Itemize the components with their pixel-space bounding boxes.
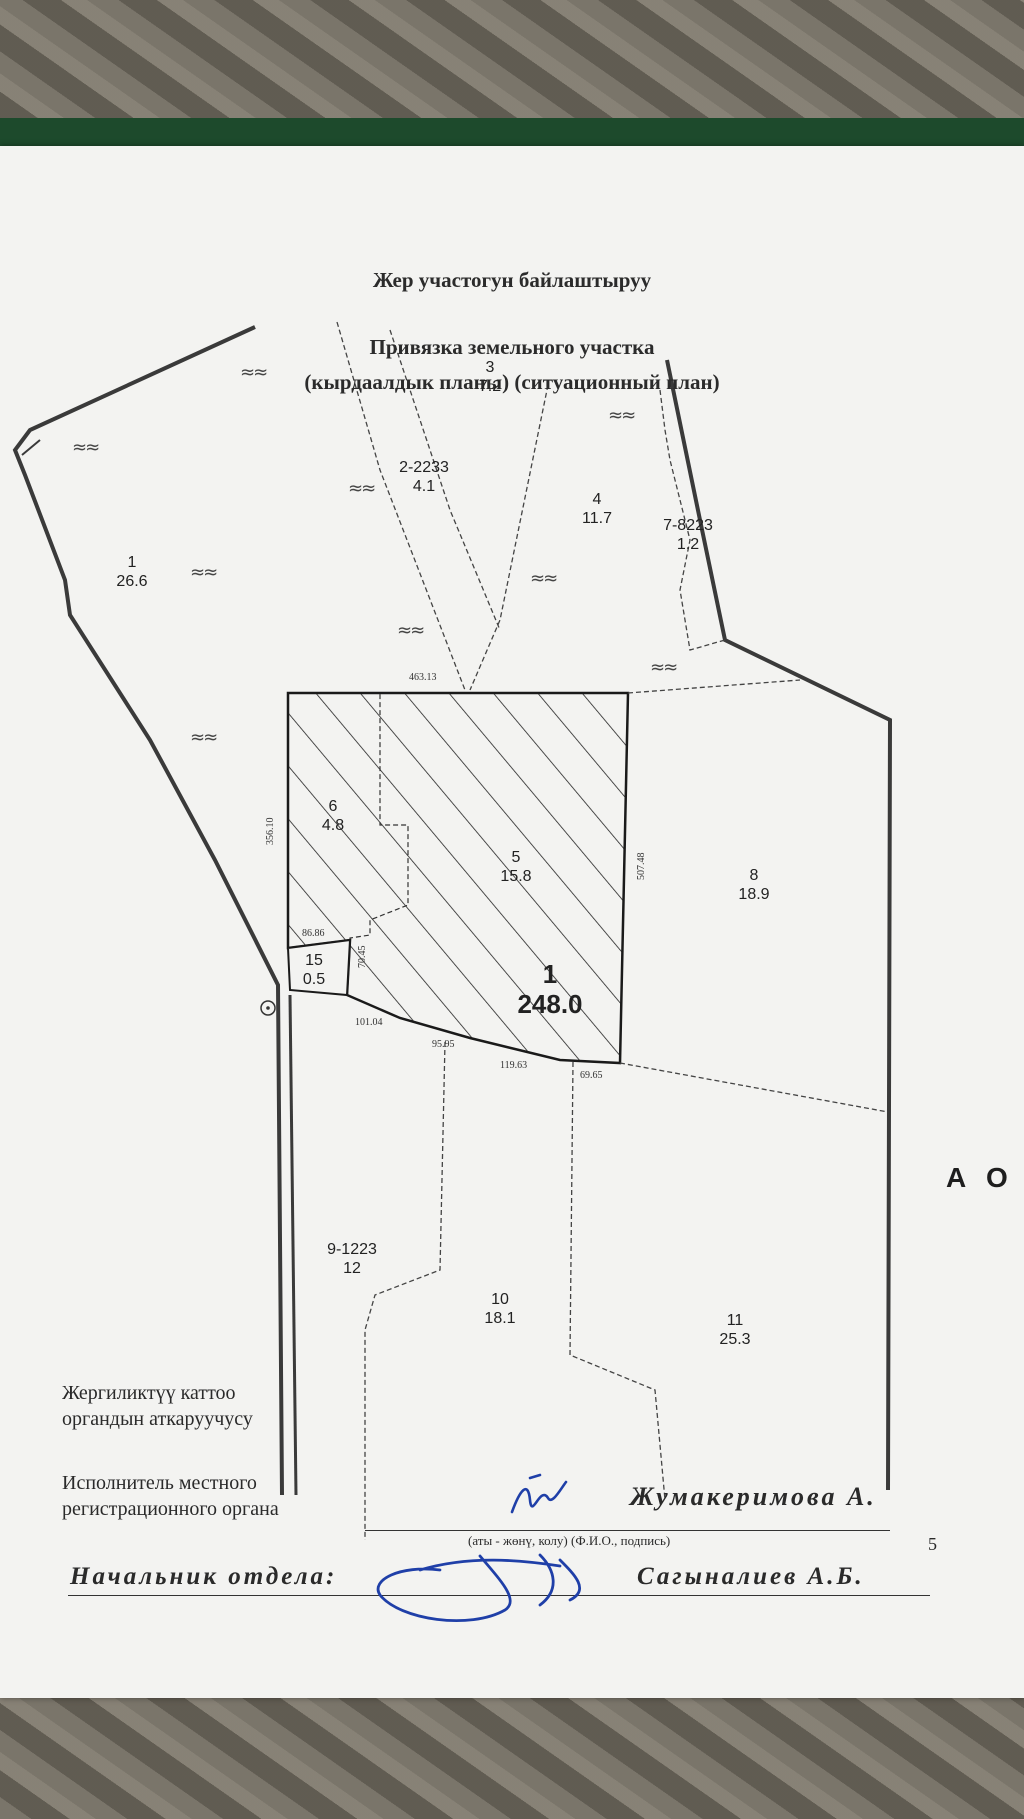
boundary-top-right (627, 679, 801, 694)
left-road-edge (288, 994, 298, 1496)
chief-name: Сагыналиев А.Б. (637, 1563, 865, 1590)
title-russian-line2: (кырдаалдык планы) (ситуационный план) (304, 370, 720, 394)
marsh-symbol: ≈≈ (72, 437, 100, 458)
title-russian-line1: Привязка земельного участка (369, 335, 655, 359)
chief-signature-line (68, 1595, 930, 1596)
left-road-outer (12, 325, 284, 1496)
dimension-label: 463.13 (409, 672, 437, 683)
boundary-4-left (469, 384, 549, 691)
boundary-8-lower (619, 1062, 889, 1113)
title-kyrgyz: Жер участогун байлаштыруу (372, 268, 652, 292)
dimension-label: 356.10 (265, 817, 276, 846)
dimension-label: 69.65 (580, 1070, 603, 1081)
page-number: 5 (928, 1534, 937, 1554)
dimension-label: 86.86 (302, 928, 325, 939)
marsh-symbol: ≈≈ (650, 657, 678, 678)
marsh-symbol: ≈≈ (240, 362, 268, 383)
dimension-label: 95.95 (432, 1039, 455, 1050)
dimension-label: 70.45 (357, 945, 368, 969)
registrar-name: Жумакеримова А. (630, 1482, 877, 1511)
dimension-label: 507.48 (636, 852, 647, 881)
left-road-inner (21, 439, 41, 456)
dimension-label: 101.04 (355, 1017, 383, 1028)
boundary-2-left (336, 321, 466, 691)
registrar-role-russian: Исполнитель местного регистрационного ор… (62, 1472, 279, 1520)
marsh-symbol: ≈≈ (608, 405, 636, 426)
plot-15-boundary (286, 938, 352, 997)
registrar-signature-line (365, 1530, 890, 1531)
side-code: А О (946, 1162, 1014, 1193)
registrar-role-kyrgyz: Жергиликтүү каттоо органдын аткаруучусу (62, 1382, 253, 1430)
boundary-2-right (389, 329, 501, 631)
boundary-10-right (569, 1061, 666, 1501)
survey-point-marker (260, 1000, 276, 1016)
chief-title: Начальник отдела: (70, 1563, 338, 1590)
marsh-symbol: ≈≈ (348, 478, 376, 499)
folder-cover-edge (0, 118, 1024, 148)
marsh-symbol: ≈≈ (190, 727, 218, 748)
marsh-symbol: ≈≈ (397, 620, 425, 641)
signature-hint: (аты - жөнү, колу) (Ф.И.О., подпись) (468, 1533, 671, 1548)
right-road-outer (665, 359, 893, 1491)
marsh-symbol: ≈≈ (190, 562, 218, 583)
marsh-symbol: ≈≈ (530, 568, 558, 589)
boundary-7-left (659, 389, 726, 651)
boundary-10-left (364, 1041, 446, 1540)
plot-6-boundary (349, 693, 409, 940)
dimension-label: 119.63 (500, 1060, 528, 1071)
